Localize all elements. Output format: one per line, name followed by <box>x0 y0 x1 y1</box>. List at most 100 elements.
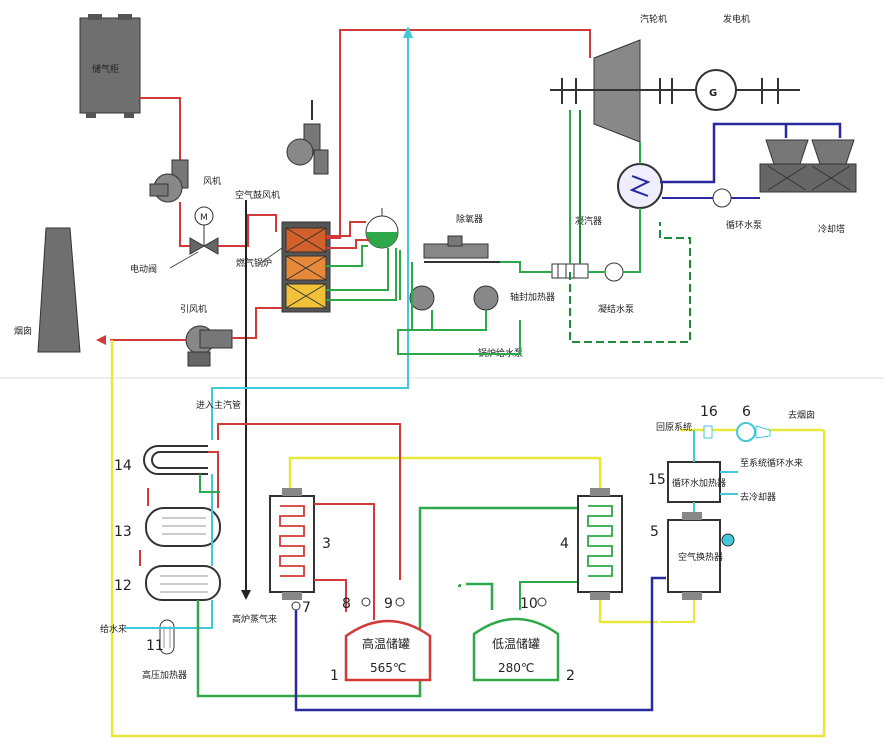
valve-16 <box>703 425 713 439</box>
air-blower-label: 空气鼓风机 <box>235 189 280 201</box>
label-5: 5 <box>650 524 659 540</box>
cooling-tower <box>759 139 857 193</box>
arrow-hp-steam <box>241 590 251 600</box>
pipe-green-loop <box>196 506 580 698</box>
air-heat-exchanger-5 <box>667 512 735 600</box>
heat-exchanger-15-label: 循环水加热器 <box>672 477 726 489</box>
gas-boiler <box>281 221 331 313</box>
pipe-green-3 <box>326 248 397 301</box>
pipe-boiler-drum <box>326 221 366 237</box>
cond-pump-icon <box>604 262 624 282</box>
valve-7 <box>291 601 301 611</box>
from-system-label: 至系统循环水来 <box>740 457 803 469</box>
label-11: 11 <box>146 638 164 654</box>
valve-8 <box>361 597 371 607</box>
pipe-green-low <box>458 584 461 587</box>
hp-heater-label: 高压加热器 <box>142 669 187 681</box>
pipe-gas-feed <box>140 97 181 160</box>
pipe-boiler-fan <box>232 307 282 339</box>
pipe-dashed-loop <box>569 222 691 343</box>
circ-pump-icon <box>712 188 732 208</box>
return-system-label: 回原系统 <box>656 421 692 433</box>
pipe-boiler-drum-2 <box>326 239 370 249</box>
cold-tank-label: 低温储罐 <box>492 636 540 651</box>
pipe-green-2 <box>326 248 389 291</box>
pipe-seal-deaerator <box>500 261 552 273</box>
pipe-yellow-right <box>598 600 658 624</box>
pipe-red-tank <box>314 503 375 620</box>
label-9: 9 <box>384 596 393 612</box>
cold-storage-tank <box>472 617 560 682</box>
turbine-label: 汽轮机 <box>640 13 667 25</box>
valve-10 <box>537 597 547 607</box>
electric-valve-leader <box>169 251 199 269</box>
fan-label: 风机 <box>203 175 221 187</box>
pipe-red-hot <box>217 423 401 580</box>
label-12: 12 <box>114 578 132 594</box>
main-steam-label: 进入主汽管 <box>196 399 241 411</box>
heater-13 <box>145 507 221 547</box>
pipe-green-heater <box>199 474 220 493</box>
circ-pump-label: 循环水泵 <box>726 219 762 231</box>
pipe-yellow-loop <box>110 340 826 738</box>
deaerator <box>423 235 500 263</box>
chimney <box>37 227 81 353</box>
cond-pump-label: 凝结水泵 <box>598 303 634 315</box>
pipe-blue-loop <box>294 576 666 712</box>
electric-valve-label: 电动阀 <box>130 263 157 275</box>
pipe-green-cold-2 <box>519 581 578 610</box>
pipe-main-steam <box>326 29 591 239</box>
generator-label: 发电机 <box>723 13 750 25</box>
cooling-tower-label: 冷却塔 <box>818 223 845 235</box>
air-heat-exchanger-label: 空气换热器 <box>678 551 723 563</box>
pipe-red-heater <box>208 451 219 508</box>
valve-9 <box>395 597 405 607</box>
gas-storage-tank-label: 储气柜 <box>92 63 119 75</box>
pipe-valve-boiler <box>218 214 277 247</box>
label-8: 8 <box>342 596 351 612</box>
gas-boiler-leader <box>261 247 283 263</box>
turbine <box>550 39 800 143</box>
label-16: 16 <box>700 404 718 420</box>
pipe-green-1 <box>326 245 368 267</box>
pipe-5-yellow <box>660 600 695 623</box>
generator-g: G <box>709 88 717 99</box>
label-10: 10 <box>520 596 538 612</box>
induced-fan-label: 引风机 <box>180 303 207 315</box>
to-chimney-label: 去烟囱 <box>788 409 815 421</box>
condenser-label: 凝汽器 <box>575 215 602 227</box>
arrow-cyan-up <box>403 26 413 38</box>
hot-storage-tank <box>344 619 432 682</box>
label-13: 13 <box>114 524 132 540</box>
feed-pump-1 <box>409 285 435 311</box>
pipe-main-steam-cyan <box>211 30 409 440</box>
feed-water-label: 给水来 <box>100 623 127 635</box>
heater-14 <box>143 445 208 475</box>
pipe-red-tank-2 <box>314 579 347 612</box>
label-1: 1 <box>330 668 339 684</box>
hp-steam-label: 高炉蒸气来 <box>232 613 277 625</box>
steam-drum <box>365 208 399 249</box>
air-blower-icon <box>286 100 329 175</box>
chimney-label: 烟囱 <box>14 325 32 337</box>
deaerator-label: 除氧器 <box>456 213 483 225</box>
motor-label: M <box>200 213 208 223</box>
hot-tank-temp: 565℃ <box>370 661 406 675</box>
generator <box>695 69 737 111</box>
heat-exchanger-3 <box>269 488 315 600</box>
label-4: 4 <box>560 536 569 552</box>
label-14: 14 <box>114 458 132 474</box>
fan-6 <box>736 422 771 442</box>
feed-pump-2 <box>473 285 499 311</box>
heater-12 <box>145 565 221 601</box>
label-2: 2 <box>566 668 575 684</box>
gas-storage-tank <box>79 14 141 118</box>
label-6: 6 <box>742 404 751 420</box>
pipe-green-cold <box>466 582 494 610</box>
pipe-fan-valve <box>179 202 190 247</box>
label-15: 15 <box>648 472 666 488</box>
fan-icon <box>149 159 189 203</box>
cold-tank-temp: 280℃ <box>498 661 534 675</box>
